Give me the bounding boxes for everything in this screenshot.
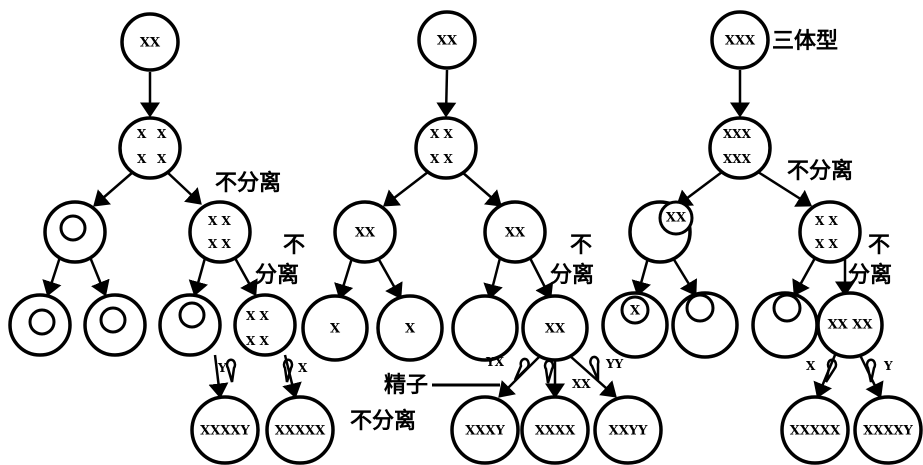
sperm-nondisjunction-label: 不分离: [350, 408, 416, 434]
offspring-karyotype: XXXXY: [200, 424, 250, 439]
offspring-karyotype: XXXY: [465, 424, 505, 439]
offspring-cell: [265, 395, 335, 465]
chromosome-x: X: [157, 152, 167, 166]
chromosome-x: X: [137, 152, 147, 166]
nondisjunction-label-part: 不: [570, 233, 592, 258]
svg-text:XXX: XXX: [723, 127, 752, 141]
sperm-label: XX: [572, 377, 591, 391]
trisomy-label: 三体型: [772, 29, 838, 54]
karyotype-label: XX: [437, 34, 458, 49]
svg-text:X X: X X: [430, 152, 453, 166]
cell-karyotype: XX: [355, 226, 376, 241]
svg-text:X X: X X: [208, 214, 231, 228]
nondisjunction-label-part: 不: [868, 233, 890, 258]
column-1: XX X X X X X XX X X XX X Y X XXXXY XXXXX: [8, 12, 335, 465]
cell-karyotype: XX: [505, 226, 526, 241]
svg-text:X X: X X: [246, 309, 269, 323]
sperm-label: X: [298, 361, 308, 375]
sperm-label-text: 精子: [384, 372, 428, 398]
svg-text:X X: X X: [815, 237, 838, 251]
karyotype-label: XXX: [725, 34, 756, 49]
cell-karyotype: X: [330, 322, 341, 337]
sperm-label: X: [806, 359, 816, 373]
svg-text:XXX: XXX: [723, 152, 752, 166]
sperm-label: Y: [217, 361, 227, 375]
offspring-karyotype: XXXXX: [275, 424, 326, 439]
nondisjunction-label-part: 不: [283, 233, 305, 258]
sperm-label: Y: [883, 359, 893, 373]
nondisjunction-label-part: 分离: [550, 262, 594, 288]
nondisjunction-label-part: 分离: [255, 262, 299, 288]
sperm-icons: [225, 355, 877, 384]
sperm-label: YY: [605, 357, 624, 371]
karyotype-label: XX: [140, 36, 161, 51]
offspring-karyotype: XXXXX: [790, 424, 841, 439]
svg-text:X X: X X: [430, 127, 453, 141]
cell-karyotype: X: [405, 322, 416, 337]
sperm-label: YX: [485, 355, 505, 369]
offspring-karyotype: XXYY: [609, 424, 648, 439]
cell-karyotype: XX XX: [828, 318, 874, 333]
nucleus-karyotype: X: [630, 304, 641, 319]
offspring-karyotype: XXXXY: [863, 424, 913, 439]
chromosome-x: X: [137, 127, 147, 141]
cell-karyotype: XX: [545, 322, 566, 337]
nondisjunction-label-part: 分离: [848, 262, 892, 288]
chromosome-x: X: [157, 127, 167, 141]
nondisjunction-label: 不分离: [787, 158, 853, 184]
parent-cell: [120, 12, 180, 72]
nucleus-karyotype: XX: [666, 211, 687, 226]
offspring-cell: [190, 395, 260, 465]
nondisjunction-label: 不分离: [215, 170, 281, 196]
meiosis-i-cell: [118, 116, 182, 180]
svg-text:X X: X X: [815, 214, 838, 228]
column-2: XX X XX X XX XX X X XX YX XX YY XXXY XXX…: [301, 10, 663, 465]
svg-text:X X: X X: [246, 334, 269, 348]
offspring-karyotype: XXXX: [535, 424, 576, 439]
lineage-arrows: [42, 69, 884, 399]
annotations: 不分离 不 分离 不 分离 不分离 不 分离 精子 不分离: [215, 158, 892, 434]
svg-text:X X: X X: [208, 237, 231, 251]
